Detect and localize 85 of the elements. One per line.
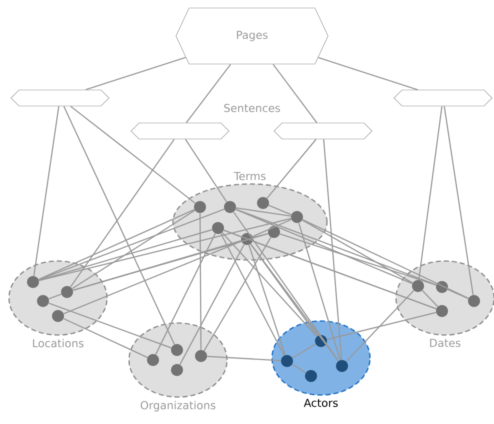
hexagon-box: Pages	[176, 8, 328, 64]
hexagon-box	[394, 90, 492, 106]
dot	[27, 276, 39, 288]
connector-line	[444, 106, 474, 295]
connector-line	[204, 237, 272, 351]
connector-line	[224, 230, 242, 238]
dot	[241, 233, 253, 245]
dot	[212, 222, 224, 234]
hexagon-box	[130, 122, 230, 140]
connector-line	[70, 138, 175, 288]
connector-line	[418, 106, 442, 280]
dot	[305, 370, 317, 382]
connector-line	[280, 233, 436, 286]
hexagon-box	[10, 90, 110, 106]
connector-line	[266, 138, 317, 199]
connector-line	[70, 106, 196, 204]
dot	[468, 295, 480, 307]
dot	[61, 286, 73, 298]
dot	[171, 364, 183, 376]
connector-line	[179, 244, 245, 365]
connector-line	[72, 240, 242, 291]
node-label: Terms	[234, 172, 266, 180]
connector-line	[72, 233, 268, 291]
connector-line	[323, 139, 342, 360]
connector-line	[302, 219, 469, 299]
dot	[224, 201, 236, 213]
connector-line	[326, 312, 436, 340]
layer-label: Sentences	[222, 102, 282, 114]
connector-line	[155, 233, 216, 355]
connector-line	[250, 244, 339, 362]
connector-line	[38, 209, 195, 280]
dot	[291, 211, 303, 223]
connector-line	[186, 64, 232, 124]
dot	[257, 197, 269, 209]
dot	[336, 360, 348, 372]
dot	[268, 226, 280, 238]
connector-line	[292, 344, 316, 358]
connector-line	[184, 138, 228, 202]
node-label: Locations	[33, 338, 84, 348]
dot	[281, 355, 293, 367]
dot	[194, 201, 206, 213]
dot	[315, 335, 327, 347]
connector-line	[447, 288, 469, 300]
connector-line	[220, 233, 285, 356]
connector-line	[250, 244, 318, 336]
connector-line	[72, 210, 196, 290]
connector-line	[86, 56, 186, 90]
connector-line	[64, 240, 242, 314]
dot	[436, 305, 448, 317]
connector-line	[252, 232, 268, 238]
connector-line	[233, 212, 339, 362]
connector-line	[48, 302, 172, 348]
dot	[412, 280, 424, 292]
connector-line	[318, 56, 418, 90]
connector-line	[298, 222, 341, 360]
connector-line	[224, 230, 436, 310]
connector-line	[199, 213, 202, 350]
connector-line	[38, 229, 212, 281]
connector-line	[272, 64, 318, 124]
dot	[436, 281, 448, 293]
connector-line	[252, 218, 292, 238]
connector-line	[48, 294, 62, 300]
connector-line	[33, 106, 60, 276]
connector-line	[222, 232, 318, 337]
connector-line	[63, 318, 148, 358]
connector-line	[248, 244, 286, 356]
node-label: Organizations	[140, 400, 216, 412]
dot	[52, 310, 64, 322]
dot	[195, 350, 207, 362]
connector-line	[302, 220, 413, 284]
connector-line	[38, 208, 224, 280]
node-label: Actors	[304, 398, 338, 407]
connector-line	[207, 356, 281, 362]
node-label: Dates	[430, 338, 460, 347]
dot	[147, 354, 159, 366]
dot	[171, 344, 183, 356]
connector-line	[63, 106, 175, 345]
connector-line	[236, 207, 291, 217]
connector-line	[292, 364, 306, 374]
hexagon-box	[274, 122, 372, 140]
connector-line	[268, 204, 292, 216]
connector-line	[346, 290, 414, 362]
connector-line	[38, 218, 292, 282]
connector-line	[422, 290, 438, 307]
dot	[37, 295, 49, 307]
